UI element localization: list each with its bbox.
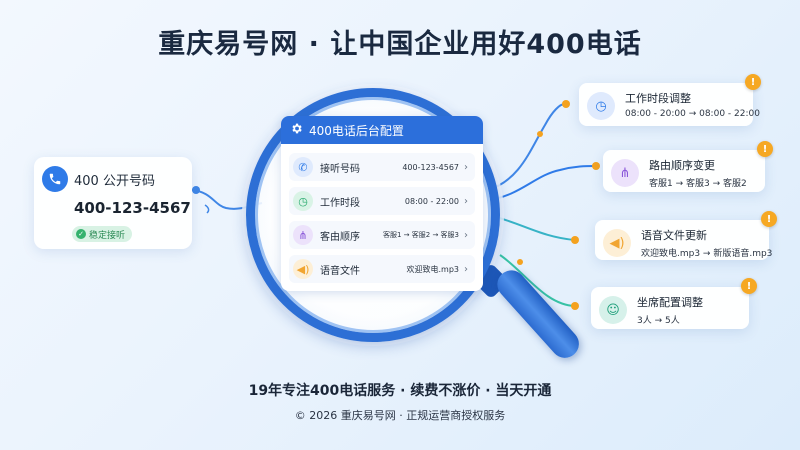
- status-badge: ✓ 稳定接听: [72, 226, 133, 242]
- config-panel-header: 400电话后台配置: [281, 116, 483, 144]
- change-card-value: 欢迎致电.mp3 → 新版语音.mp3: [641, 249, 773, 259]
- change-card-title: 工作时段调整: [625, 92, 691, 105]
- chevron-right-icon: ›: [464, 263, 468, 275]
- tagline: 19年专注400电话服务 · 续费不涨价 · 当天开通: [248, 383, 552, 399]
- change-card-title: 路由顺序变更: [649, 159, 715, 172]
- gear-icon: [290, 122, 303, 138]
- change-card-work-hours: ◷ 工作时段调整 08:00 - 20:00 → 08:00 - 22:00 !: [579, 74, 761, 126]
- config-row-value: 08:00 - 22:00: [404, 196, 459, 206]
- config-row-value: 客服1 → 客服2 → 客服3: [383, 231, 459, 239]
- magnifier-ring: [246, 88, 500, 342]
- phone-icon: ✆: [293, 157, 313, 177]
- config-row-answer-number[interactable]: ✆ 接听号码 400-123-4567 ›: [289, 153, 475, 181]
- change-card-value: 客服1 → 客服3 → 客服2: [649, 179, 747, 189]
- phone-icon: [42, 166, 68, 192]
- public-number-value: 400-123-4567: [74, 199, 191, 217]
- public-number-card: 400 公开号码 400-123-4567 ✓ 稳定接听: [34, 157, 192, 249]
- change-card-title: 语音文件更新: [641, 229, 707, 242]
- speaker-icon: ◀): [603, 229, 631, 257]
- config-panel-title: 400电话后台配置: [309, 123, 404, 138]
- page-title: 重庆易号网 · 让中国企业用好400电话: [158, 29, 642, 60]
- change-card-value: 3人 → 5人: [637, 316, 680, 326]
- clock-icon: ◷: [293, 191, 313, 211]
- config-row-voice-file[interactable]: ◀) 语音文件 欢迎致电.mp3 ›: [289, 255, 475, 283]
- warning-icon: !: [757, 141, 773, 157]
- change-card-seats: ☺ 坐席配置调整 3人 → 5人 !: [591, 278, 757, 329]
- change-card-value: 08:00 - 20:00 → 08:00 - 22:00: [625, 109, 760, 119]
- routing-icon: ⋔: [293, 225, 313, 245]
- chevron-right-icon: ›: [464, 229, 468, 241]
- config-panel: 400电话后台配置 ✆ 接听号码 400-123-4567 › ◷ 工作时段 0…: [281, 116, 483, 291]
- config-row-work-hours[interactable]: ◷ 工作时段 08:00 - 22:00 ›: [289, 187, 475, 215]
- status-badge-label: 稳定接听: [89, 230, 126, 241]
- speaker-icon: ◀): [293, 259, 313, 279]
- check-icon: ✓: [76, 229, 86, 239]
- config-row-label: 工作时段: [320, 197, 360, 209]
- config-row-value: 400-123-4567: [402, 162, 459, 172]
- routing-icon: ⋔: [611, 159, 639, 187]
- config-row-label: 客由顺序: [320, 231, 360, 243]
- warning-icon: !: [761, 211, 777, 227]
- public-number-label: 400 公开号码: [74, 174, 155, 189]
- chevron-right-icon: ›: [464, 161, 468, 173]
- change-card-voice-file: ◀) 语音文件更新 欢迎致电.mp3 → 新版语音.mp3 !: [595, 211, 777, 260]
- config-row-label: 接听号码: [320, 163, 360, 175]
- user-icon: ☺: [599, 296, 627, 324]
- change-card-routing: ⋔ 路由顺序变更 客服1 → 客服3 → 客服2 !: [603, 141, 773, 192]
- warning-icon: !: [741, 278, 757, 294]
- chevron-right-icon: ›: [464, 195, 468, 207]
- config-row-value: 欢迎致电.mp3: [406, 264, 459, 274]
- config-row-routing[interactable]: ⋔ 客由顺序 客服1 → 客服2 → 客服3 ›: [289, 221, 475, 249]
- change-card-title: 坐席配置调整: [637, 296, 703, 309]
- config-row-label: 语音文件: [320, 265, 360, 277]
- warning-icon: !: [745, 74, 761, 90]
- clock-icon: ◷: [587, 92, 615, 120]
- copyright: © 2026 重庆易号网 · 正规运营商授权服务: [294, 409, 506, 422]
